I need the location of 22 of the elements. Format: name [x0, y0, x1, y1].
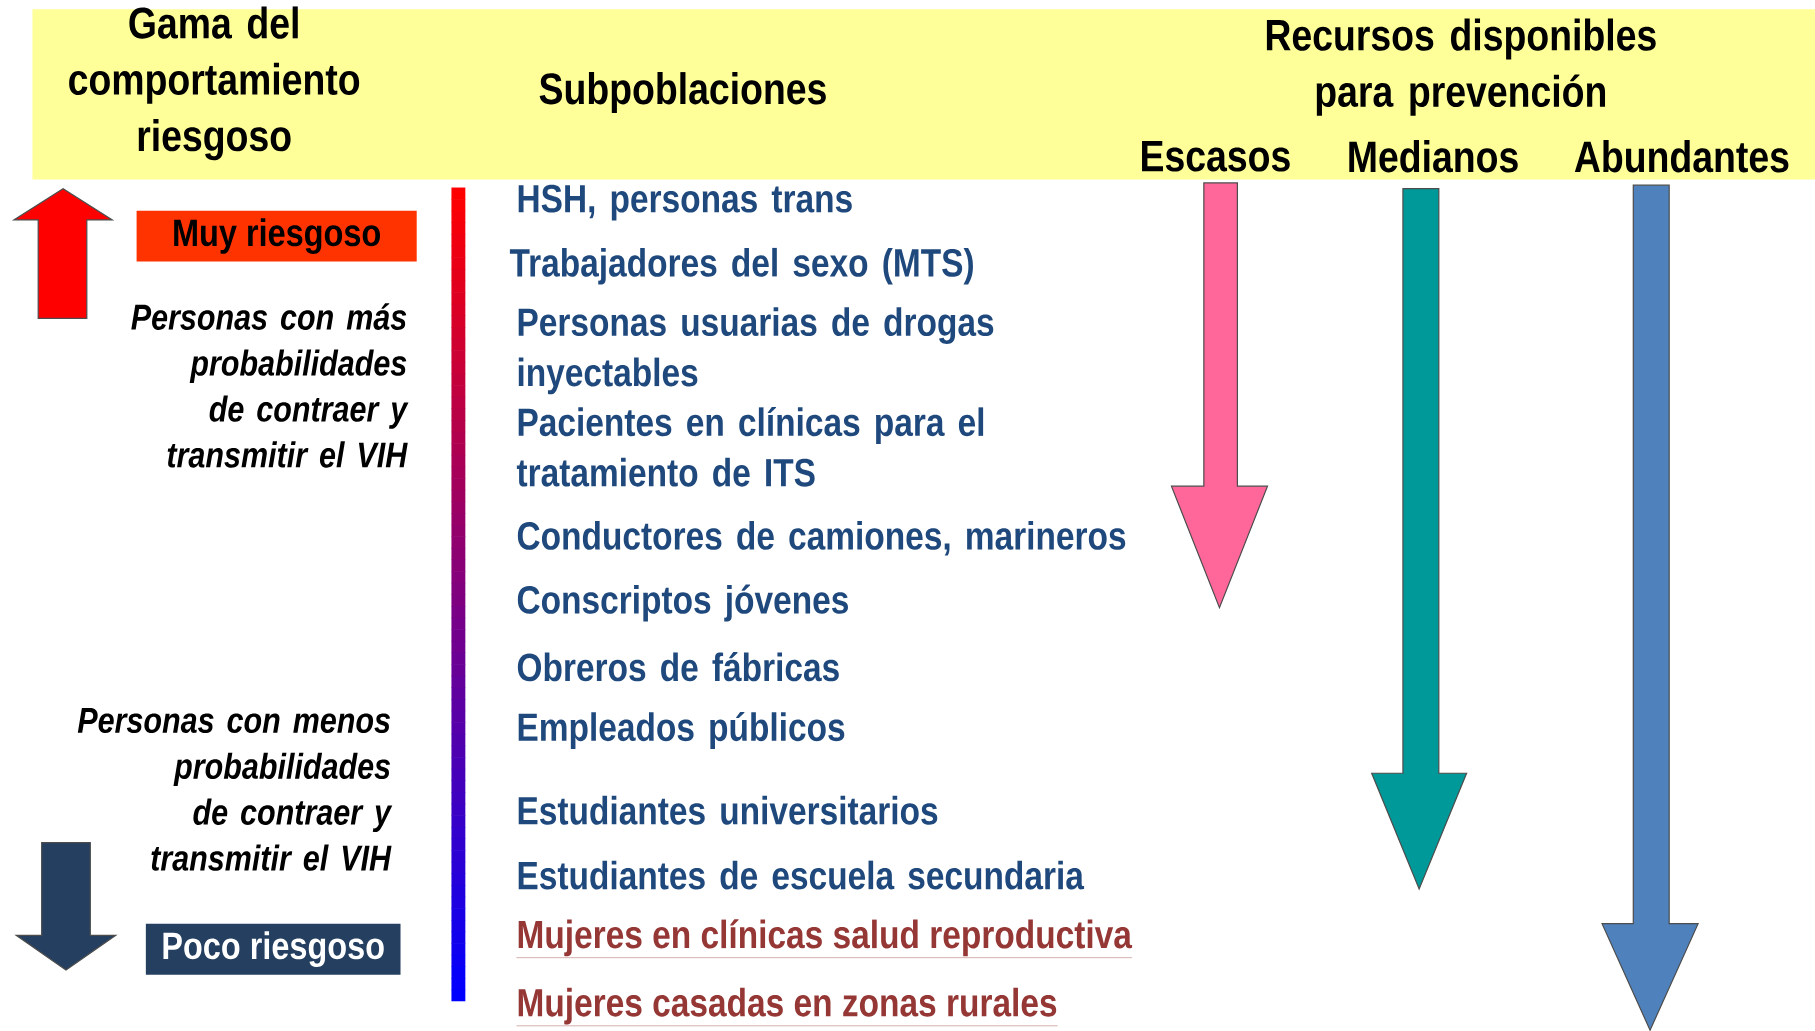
- column-heading: Subpoblaciones: [539, 72, 826, 114]
- population-label: Mujeres casadas en zonas rurales: [516, 987, 1058, 1026]
- population-label: Pacientes en clínicas para el tratamiento de ITS: [516, 407, 984, 487]
- population-label: Mujeres en clínicas salud reproductiva: [516, 919, 1133, 958]
- population-label: Empleados públicos: [518, 711, 845, 749]
- population-label: Personas usuarias de drogas inyectables: [518, 307, 994, 395]
- column-heading: Medianos: [1349, 140, 1518, 173]
- population-label: Estudiantes de escuela secundaria: [518, 860, 1085, 890]
- risk-badge: Muy riesgoso: [136, 210, 417, 262]
- note-text: Personas con menos probabilidades de contraer y transmitir el VIH: [77, 708, 393, 871]
- note-text: Personas con más probabilidades de contraer y transmitir el VIH: [131, 303, 409, 468]
- population-label: Obreros de fábricas: [517, 652, 839, 682]
- population-label: HSH, personas trans: [518, 184, 852, 221]
- column-heading: Abundantes: [1574, 140, 1789, 173]
- column-heading: Recursos disponibles para prevención: [1266, 18, 1656, 116]
- population-label: Conductores de camiones, marineros: [517, 520, 1126, 556]
- column-heading: Gama del comportamiento riesgoso: [69, 6, 360, 161]
- population-label: Estudiantes universitarios: [518, 795, 938, 825]
- population-label: Conscriptos jóvenes: [517, 584, 848, 622]
- column-heading: Escasos: [1142, 140, 1290, 172]
- risk-badge: Poco riesgoso: [145, 923, 401, 975]
- population-label: Trabajadores del sexo (MTS): [509, 247, 973, 285]
